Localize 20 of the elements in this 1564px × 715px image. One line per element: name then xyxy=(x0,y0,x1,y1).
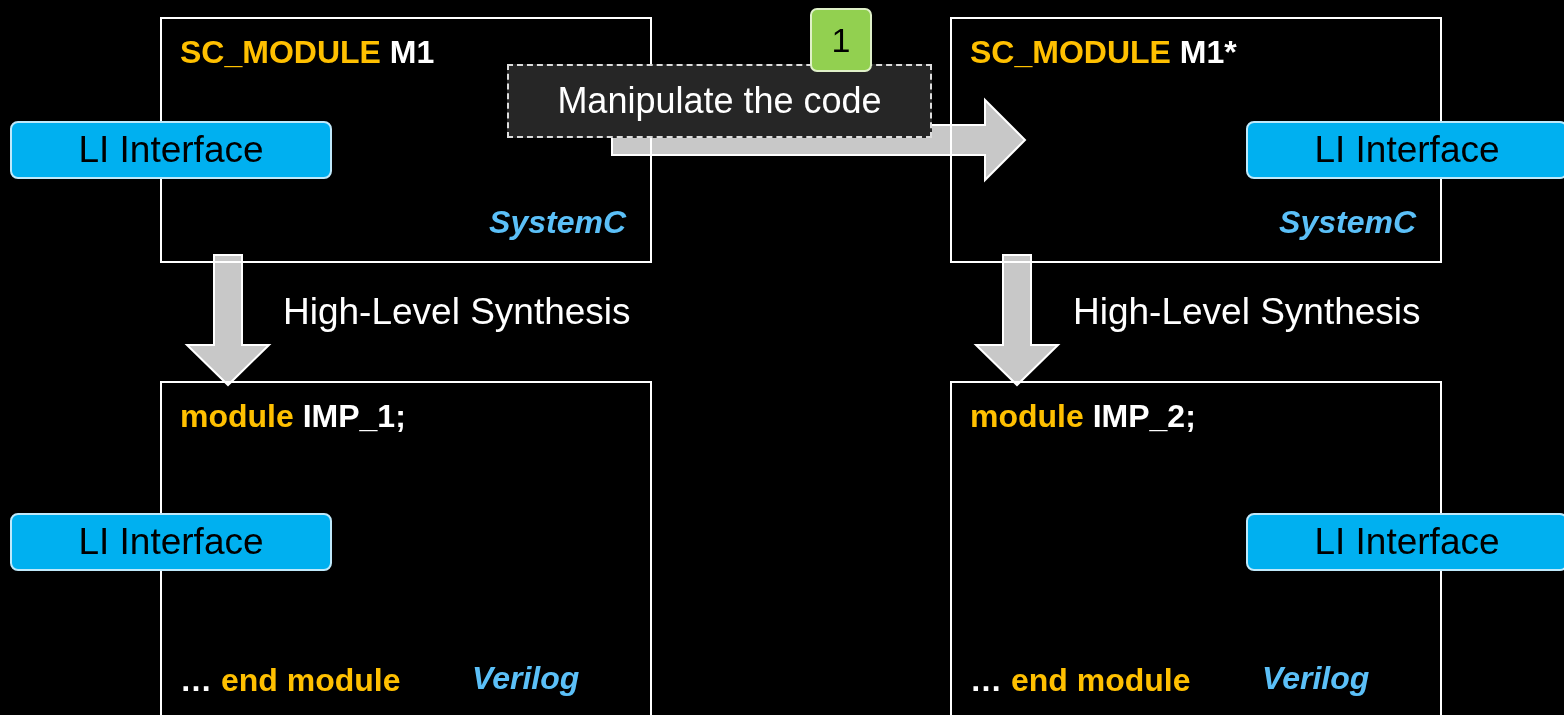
module-header: module IMP_1; xyxy=(180,399,406,435)
interface-tab: LI Interface xyxy=(1246,513,1564,571)
interface-tab: LI Interface xyxy=(1246,121,1564,179)
language-label: Verilog xyxy=(472,661,580,697)
language-label: SystemC xyxy=(1279,205,1416,241)
step-number-badge: 1 xyxy=(810,8,872,72)
interface-tab: LI Interface xyxy=(10,121,332,179)
module-header: SC_MODULE M1 xyxy=(180,35,435,71)
step-callout-box: Manipulate the code xyxy=(507,64,932,138)
module-header: module IMP_2; xyxy=(970,399,1196,435)
module-footer: … end module xyxy=(970,663,1191,699)
module-header: SC_MODULE M1* xyxy=(970,35,1237,71)
block-arrow xyxy=(973,254,1061,387)
language-label: SystemC xyxy=(489,205,626,241)
edge-label: High-Level Synthesis xyxy=(1073,292,1421,333)
module-footer: … end module xyxy=(180,663,401,699)
interface-tab: LI Interface xyxy=(10,513,332,571)
language-label: Verilog xyxy=(1262,661,1370,697)
block-arrow xyxy=(184,254,272,387)
edge-label: High-Level Synthesis xyxy=(283,292,631,333)
